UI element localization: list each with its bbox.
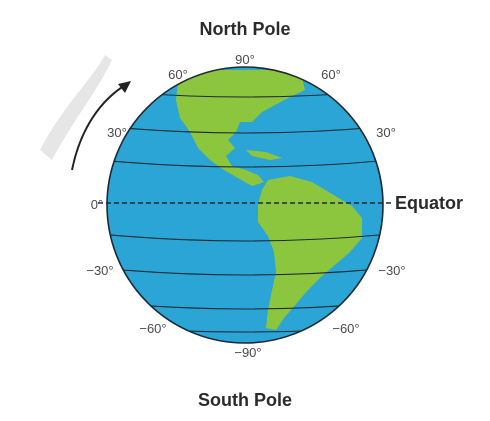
latitude-line-30s: [107, 267, 383, 276]
latitude-line-40n: [107, 125, 383, 134]
latitude-label-neg90: −90°: [234, 345, 261, 360]
latitude-label-60-left: 60°: [168, 67, 188, 82]
latitude-label-0: 0°: [91, 197, 103, 212]
north-america-landmass: [176, 70, 305, 186]
latitude-label-neg30-right: −30°: [378, 263, 405, 278]
background-smudge: [40, 55, 112, 160]
latitude-label-60-right: 60°: [321, 67, 341, 82]
latitude-line-20n: [107, 159, 383, 168]
equator-label: Equator: [395, 193, 463, 213]
latitude-line-20s: [107, 233, 383, 242]
latitude-label-neg60-right: −60°: [332, 321, 359, 336]
latitude-label-30-right: 30°: [376, 125, 396, 140]
globe-outline: [106, 66, 384, 344]
latitude-label-30-left: 30°: [107, 125, 127, 140]
south-america-landmass: [258, 176, 362, 330]
south-pole-label: South Pole: [198, 390, 292, 410]
north-pole-label: North Pole: [199, 19, 290, 39]
latitude-label-neg30-left: −30°: [86, 263, 113, 278]
latitude-label-neg60-left: −60°: [139, 321, 166, 336]
curved-arrow-icon: [71, 81, 131, 171]
caribbean-island: [246, 150, 282, 160]
latitude-label-90: 90°: [235, 52, 255, 67]
